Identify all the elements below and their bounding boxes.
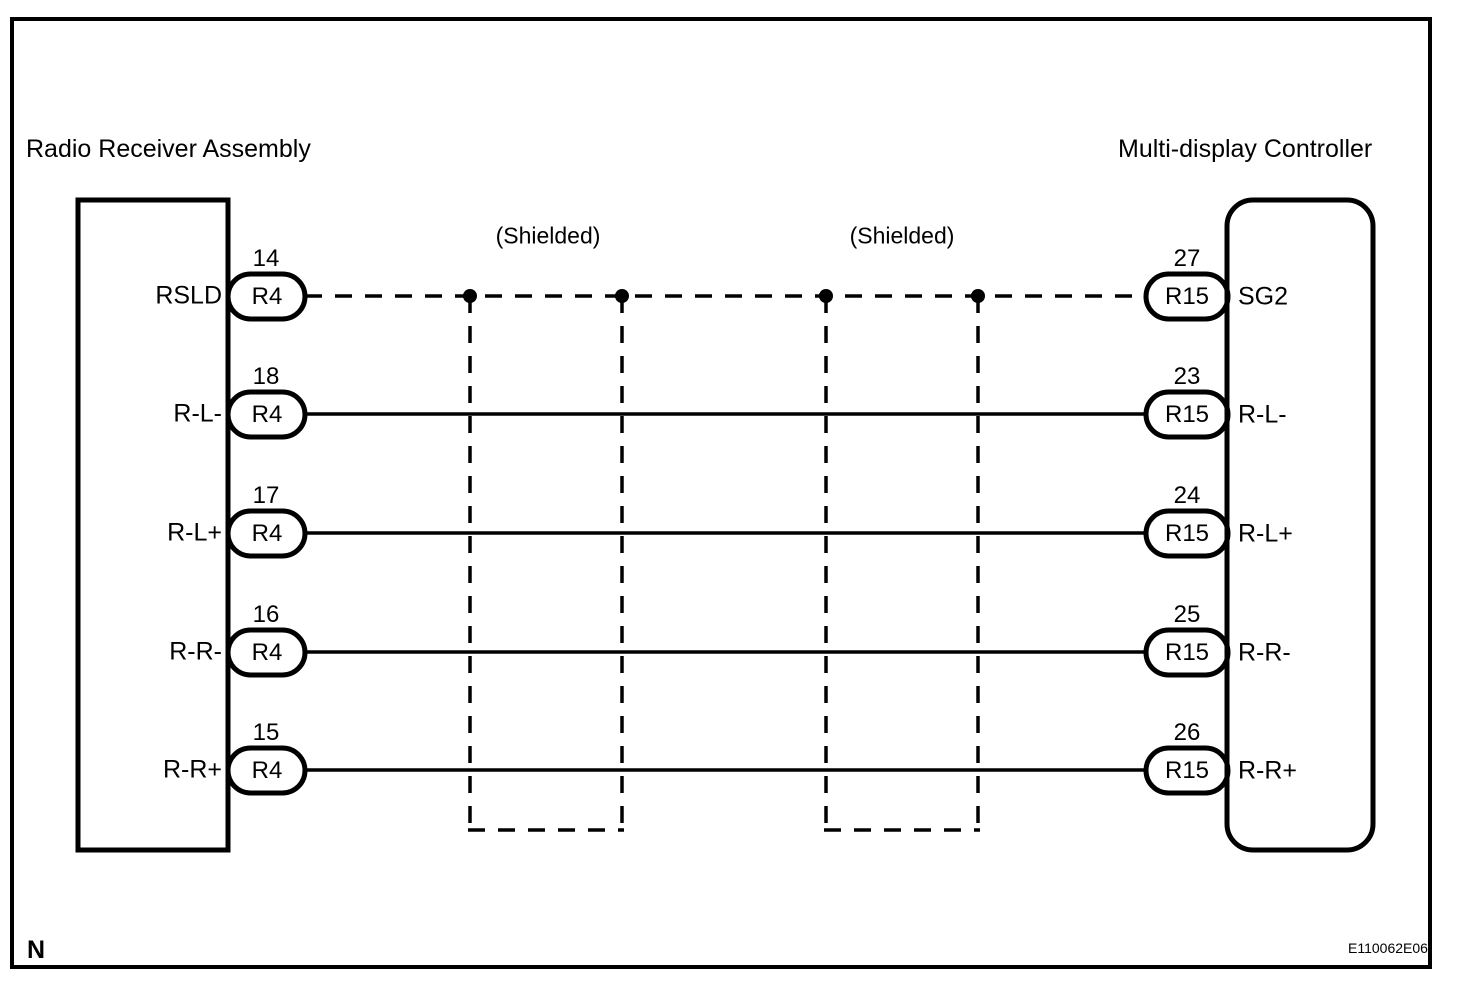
- right-pin-number-2: 23: [1173, 363, 1201, 390]
- figure-code: E110062E06: [1348, 940, 1428, 956]
- left-terminal-label-2: R4: [251, 401, 283, 428]
- left-signal-label-3: R-L+: [167, 518, 222, 547]
- left-pin-number-5: 15: [252, 719, 280, 746]
- right-pin-number-5: 26: [1173, 719, 1201, 746]
- left-pin-number-2: 18: [252, 363, 280, 390]
- left-pin-number-4: 16: [252, 601, 280, 628]
- right-assembly-title: Multi-display Controller: [1118, 135, 1373, 163]
- right-signal-label-5: R-R+: [1238, 756, 1298, 785]
- left-signal-label-5: R-R+: [162, 755, 222, 784]
- shield-label-1: (Shielded): [495, 222, 601, 249]
- left-signal-label-4: R-R-: [169, 637, 222, 666]
- left-signal-label-2: R-L-: [173, 399, 222, 428]
- left-terminal-label-1: R4: [251, 283, 283, 310]
- right-terminal-label-2: R15: [1164, 401, 1210, 428]
- left-signal-label-1: RSLD: [155, 281, 222, 310]
- right-signal-label-4: R-R-: [1238, 638, 1291, 667]
- right-signal-label-2: R-L-: [1238, 400, 1287, 429]
- left-terminal-label-5: R4: [251, 757, 283, 784]
- right-terminal-label-3: R15: [1164, 520, 1210, 547]
- right-signal-label-3: R-L+: [1238, 519, 1293, 548]
- right-pin-number-1: 27: [1173, 245, 1201, 272]
- left-assembly-title: Radio Receiver Assembly: [26, 135, 311, 163]
- page-mark-n: N: [27, 936, 46, 964]
- right-terminal-label-1: R15: [1164, 283, 1210, 310]
- right-terminal-label-4: R15: [1164, 639, 1210, 666]
- left-pin-number-3: 17: [252, 482, 280, 509]
- left-pin-number-1: 14: [252, 245, 280, 272]
- right-pin-number-3: 24: [1173, 482, 1201, 509]
- right-terminal-label-5: R15: [1164, 757, 1210, 784]
- diagram-outer-frame: [10, 17, 1432, 969]
- left-terminal-label-4: R4: [251, 639, 283, 666]
- shield-label-2: (Shielded): [849, 222, 955, 249]
- right-pin-number-4: 25: [1173, 601, 1201, 628]
- right-signal-label-1: SG2: [1238, 282, 1289, 311]
- left-terminal-label-3: R4: [251, 520, 283, 547]
